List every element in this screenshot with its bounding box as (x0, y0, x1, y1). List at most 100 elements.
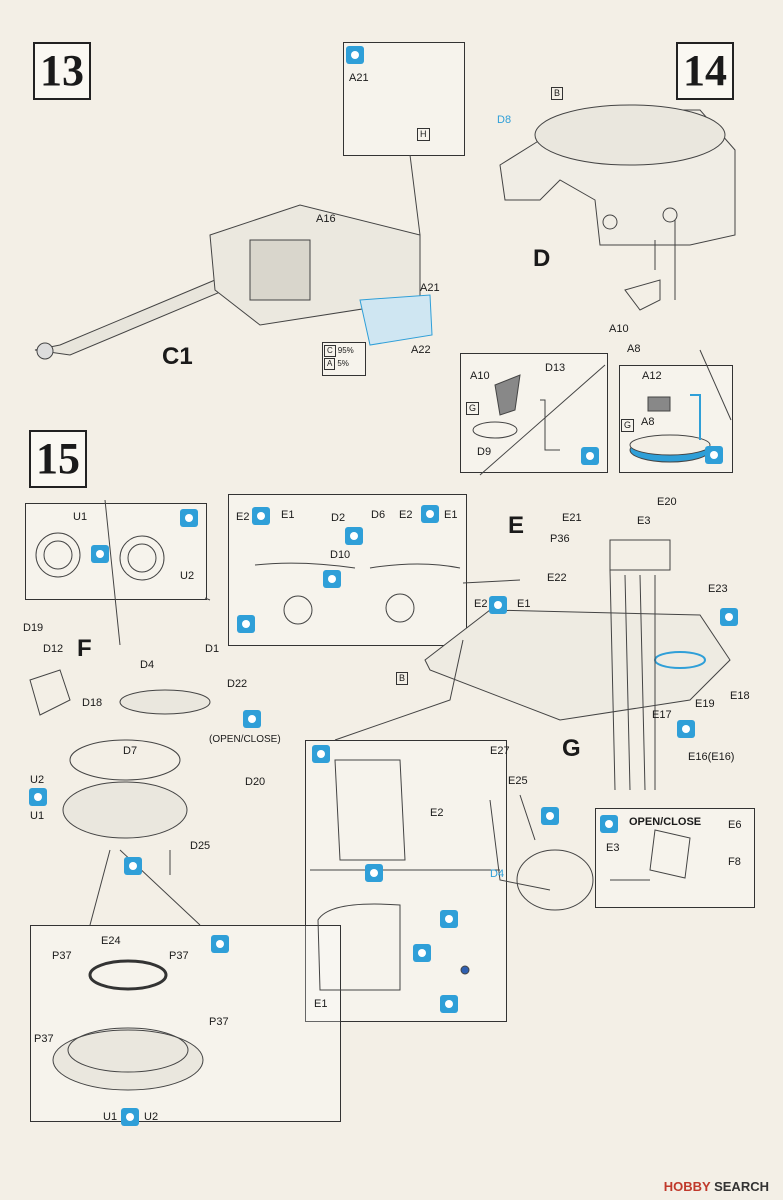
remove-icon-2 (720, 608, 738, 626)
open-close-title: OPEN/CLOSE (629, 816, 702, 828)
apply-glue-icon-7 (600, 815, 618, 833)
detail-box-u1-u2 (25, 503, 207, 600)
part-u2: U2 (30, 774, 45, 786)
part-d10: D10 (330, 549, 351, 561)
part-d7: D7 (123, 745, 138, 757)
part-a22: A22 (411, 344, 431, 356)
part-d25: D25 (190, 840, 211, 852)
watermark-search: SEARCH (714, 1179, 769, 1194)
part-e16: E16(E16) (688, 751, 735, 763)
part-e23: E23 (708, 583, 728, 595)
sub-assembly-d: D (533, 245, 551, 272)
sub-assembly-e: E (508, 512, 525, 539)
watermark: HOBBY SEARCH (664, 1179, 769, 1194)
sub-assembly-g: G (562, 735, 581, 762)
part-e21: E21 (562, 512, 582, 524)
part-u2-detail: U2 (180, 570, 195, 582)
ratio-c-label: C (324, 345, 336, 357)
detail-box-open-close (595, 808, 755, 908)
part-a10-detail: A10 (470, 370, 490, 382)
part-e1-a: E1 (281, 509, 295, 521)
ratio-a-value: 5% (337, 359, 349, 368)
join-parts-icon (91, 545, 109, 563)
part-p36: P36 (550, 533, 570, 545)
join-parts-icon-11 (121, 1108, 139, 1126)
part-e6: E6 (728, 819, 742, 831)
part-e27: E27 (490, 745, 510, 757)
part-d20: D20 (245, 776, 266, 788)
join-parts-icon-10 (413, 944, 431, 962)
ratio-a-label: A (324, 358, 336, 370)
join-parts-icon-6 (29, 788, 47, 806)
apply-glue-icon-4 (180, 509, 198, 527)
watermark-logo: HOBBY (663, 1179, 711, 1194)
part-d6: D6 (371, 509, 386, 521)
part-e3-open: E3 (606, 842, 620, 854)
part-p37-c: P37 (209, 1016, 229, 1028)
part-d12: D12 (43, 643, 64, 655)
sub-assembly-f: F (77, 635, 92, 662)
part-h: H (417, 128, 430, 141)
part-a21: A21 (420, 282, 440, 294)
part-b: B (551, 87, 564, 100)
apply-glue-icon-2 (581, 447, 599, 465)
part-d19: D19 (23, 622, 44, 634)
part-a16: A16 (316, 213, 336, 225)
part-d22: D22 (227, 678, 248, 690)
part-u1: U1 (30, 810, 45, 822)
apply-glue-icon-5 (237, 615, 255, 633)
part-e1-hatch: E1 (314, 998, 328, 1010)
part-d4: D4 (140, 659, 155, 671)
part-a8-detail: A8 (641, 416, 655, 428)
part-e1: E1 (517, 598, 531, 610)
part-d9: D9 (477, 446, 492, 458)
join-parts-icon-7 (489, 596, 507, 614)
apply-glue-icon-6 (312, 745, 330, 763)
part-d8: D8 (497, 114, 512, 126)
part-g-right: G (621, 419, 635, 432)
part-u1-detail: U1 (73, 511, 88, 523)
step-number-15: 15 (29, 430, 87, 488)
part-d1: D1 (205, 643, 220, 655)
part-e2-b: E2 (399, 509, 413, 521)
part-a21-top: A21 (349, 72, 369, 84)
part-e22: E22 (547, 572, 567, 584)
detail-box-hatch-inner (305, 740, 507, 1022)
remove-icon (124, 857, 142, 875)
fill-icon (440, 910, 458, 928)
part-a10: A10 (609, 323, 629, 335)
join-parts-icon-3 (421, 505, 439, 523)
join-parts-icon-2 (252, 507, 270, 525)
part-p37-a: P37 (52, 950, 72, 962)
ratio-c-value: 95% (337, 346, 354, 355)
part-e3: E3 (637, 515, 651, 527)
part-d4-g: D4 (490, 868, 505, 880)
part-e2-a: E2 (236, 511, 250, 523)
part-f8: F8 (728, 856, 741, 868)
part-e2-hatch: E2 (430, 807, 444, 819)
part-u2-ring: U2 (144, 1111, 159, 1123)
part-p37-d: P37 (34, 1033, 54, 1045)
paint-icon-2 (440, 995, 458, 1013)
part-b-roof: B (396, 672, 409, 685)
part-u1-ring: U1 (103, 1111, 118, 1123)
join-parts-icon-9 (365, 864, 383, 882)
part-c1: C1 (162, 343, 193, 370)
part-e17: E17 (652, 709, 672, 721)
remove-icon-3 (541, 807, 559, 825)
part-a12: A12 (642, 370, 662, 382)
part-g-left: G (466, 402, 480, 415)
part-e2: E2 (474, 598, 488, 610)
join-parts-icon-5 (243, 710, 261, 728)
detail-box-ring-assembly (30, 925, 341, 1122)
step-number-13: 13 (33, 42, 91, 100)
part-d18: D18 (82, 697, 103, 709)
part-e1-b: E1 (444, 509, 458, 521)
join-parts-icon-8 (677, 720, 695, 738)
part-d13: D13 (545, 362, 566, 374)
part-e24: E24 (101, 935, 121, 947)
apply-glue-icon-8 (211, 935, 229, 953)
part-d2: D2 (331, 512, 346, 524)
part-e25: E25 (508, 775, 528, 787)
